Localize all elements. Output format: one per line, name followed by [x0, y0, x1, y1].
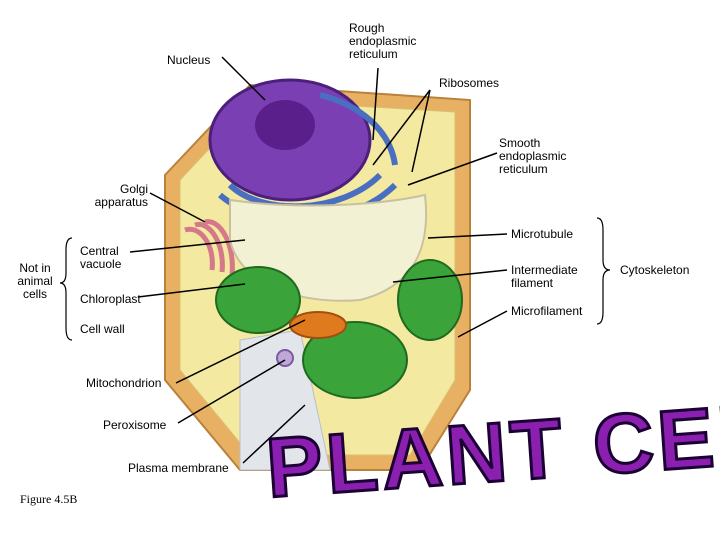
peroxisome-label: Peroxisome [103, 418, 167, 432]
leader-lines [129, 56, 508, 464]
rough-er-label: Rough endoplasmic reticulum [349, 21, 417, 61]
chloroplasts [215, 259, 463, 399]
microfilament-label: Microfilament [511, 304, 583, 318]
cytoskeleton-label: Cytoskeleton [620, 263, 690, 277]
chloroplast-label: Chloroplast [80, 292, 141, 306]
nucleus-label: Nucleus [167, 53, 211, 67]
golgi-label: Golgi apparatus [94, 182, 148, 209]
mitochondrion-shape [289, 311, 347, 339]
microtubule-label: Microtubule [511, 227, 574, 241]
nucleus-shape [208, 78, 372, 202]
golgi-apparatus [184, 219, 235, 275]
ribosomes-label: Ribosomes [439, 76, 500, 90]
smooth-er-label: Smooth endoplasmic reticulum [499, 136, 567, 176]
cytoskeleton-brace [596, 217, 611, 325]
cell-wall-label: Cell wall [80, 322, 125, 336]
not-in-animal-brace [59, 237, 73, 341]
mitochondrion-label: Mitochondrion [86, 376, 162, 390]
figure-label: Figure 4.5B [20, 492, 78, 506]
not-in-animal-label: Not in animal cells [17, 261, 53, 301]
plasma-membrane-label: Plasma membrane [128, 461, 229, 475]
central-vacuole-label: Central vacuole [80, 244, 122, 271]
intermediate-filament-label: Intermediate filament [511, 263, 578, 290]
